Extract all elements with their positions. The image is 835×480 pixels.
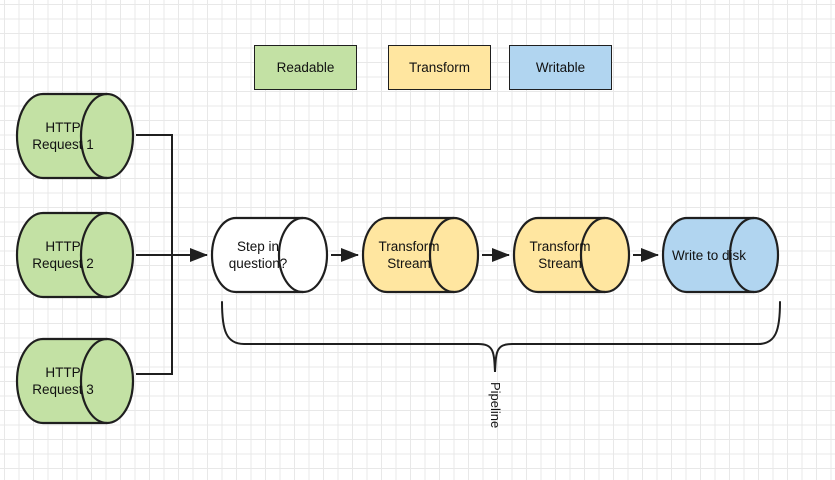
legend-label-readable: Readable — [276, 60, 335, 75]
node-step-in-question: Step in question? — [210, 216, 329, 294]
legend-item-writable: Writable — [509, 45, 612, 90]
node-http-request-2: HTTP Request 2 — [15, 211, 135, 299]
legend-label-writable: Writable — [535, 60, 586, 75]
node-transform-stream-1: Transform Stream — [361, 216, 480, 294]
node-http-request-1: HTTP Request 1 — [15, 92, 135, 180]
pipeline-brace — [221, 301, 781, 373]
node-http-request-3: HTTP Request 3 — [15, 337, 135, 425]
legend-label-transform: Transform — [408, 60, 470, 75]
pipeline-bracket-label: Pipeline — [488, 382, 503, 429]
legend-item-readable: Readable — [254, 45, 357, 90]
node-transform-stream-2: Transform Stream — [512, 216, 631, 294]
legend-item-transform: Transform — [388, 45, 491, 90]
connector-http-requests-merge — [136, 134, 173, 375]
node-write-to-disk: Write to disk — [661, 216, 780, 294]
